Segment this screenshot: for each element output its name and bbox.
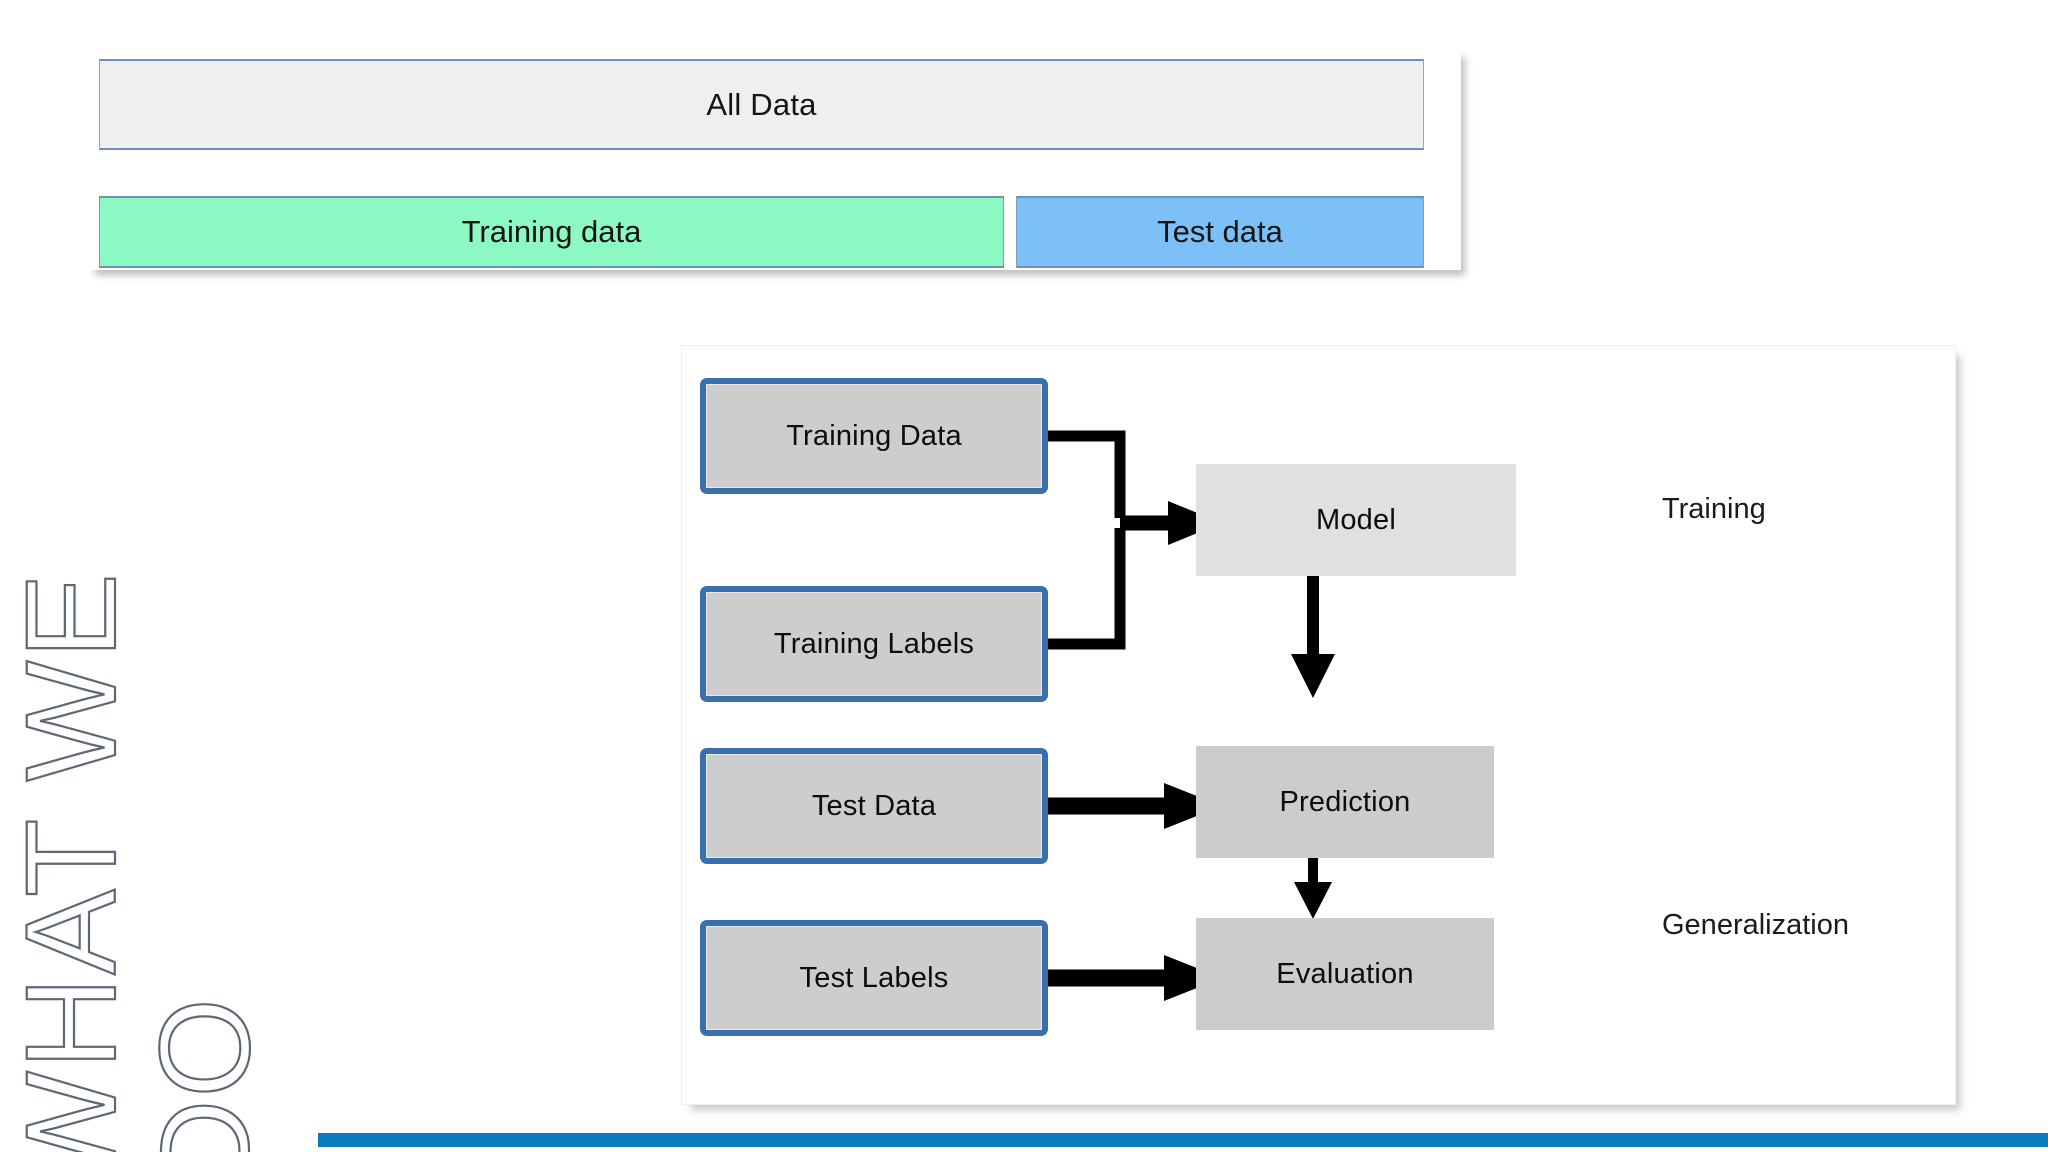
node-test-data[interactable]: Test Data xyxy=(700,748,1048,864)
all-data-label: All Data xyxy=(706,86,817,122)
test-data-label: Test data xyxy=(1157,214,1283,249)
node-training-data[interactable]: Training Data xyxy=(700,378,1048,494)
vertical-title-line-1: WHAT WE xyxy=(0,570,144,1152)
node-evaluation-label: Evaluation xyxy=(1276,957,1414,990)
node-prediction[interactable]: Prediction xyxy=(1196,746,1494,858)
all-data-bar: All Data xyxy=(99,59,1424,150)
node-model-label: Model xyxy=(1316,503,1396,536)
node-test-data-inner: Test Data xyxy=(706,754,1042,858)
vertical-title-line-2: DO xyxy=(133,995,278,1152)
node-prediction-label: Prediction xyxy=(1279,785,1411,818)
stage-label-training: Training xyxy=(1662,493,1766,525)
arrowhead-evaluation-top xyxy=(1294,882,1332,919)
test-data-bar: Test data xyxy=(1016,196,1424,268)
node-training-labels[interactable]: Training Labels xyxy=(700,586,1048,702)
node-test-labels[interactable]: Test Labels xyxy=(700,920,1048,1036)
bottom-accent-bar xyxy=(318,1133,2048,1147)
node-training-labels-inner: Training Labels xyxy=(706,592,1042,696)
node-test-labels-inner: Test Labels xyxy=(706,926,1042,1030)
node-test-data-label: Test Data xyxy=(811,789,937,822)
stage-label-generalization: Generalization xyxy=(1662,909,1849,941)
node-model[interactable]: Model xyxy=(1196,464,1516,576)
node-test-labels-label: Test Labels xyxy=(799,961,949,994)
arrowhead-prediction-top xyxy=(1291,654,1335,698)
node-training-data-label: Training Data xyxy=(786,419,962,452)
training-data-label: Training data xyxy=(461,214,642,249)
node-evaluation[interactable]: Evaluation xyxy=(1196,918,1494,1030)
node-training-data-inner: Training Data xyxy=(706,384,1042,488)
vertical-slide-title: WHAT WE DO xyxy=(0,492,278,1152)
ml-workflow-diagram: Training Data Training Labels Test Data … xyxy=(681,345,1956,1105)
node-training-labels-label: Training Labels xyxy=(773,627,975,660)
training-data-bar: Training data xyxy=(99,196,1004,268)
train-test-split-figure: All Data Training data Test data xyxy=(87,48,1461,270)
